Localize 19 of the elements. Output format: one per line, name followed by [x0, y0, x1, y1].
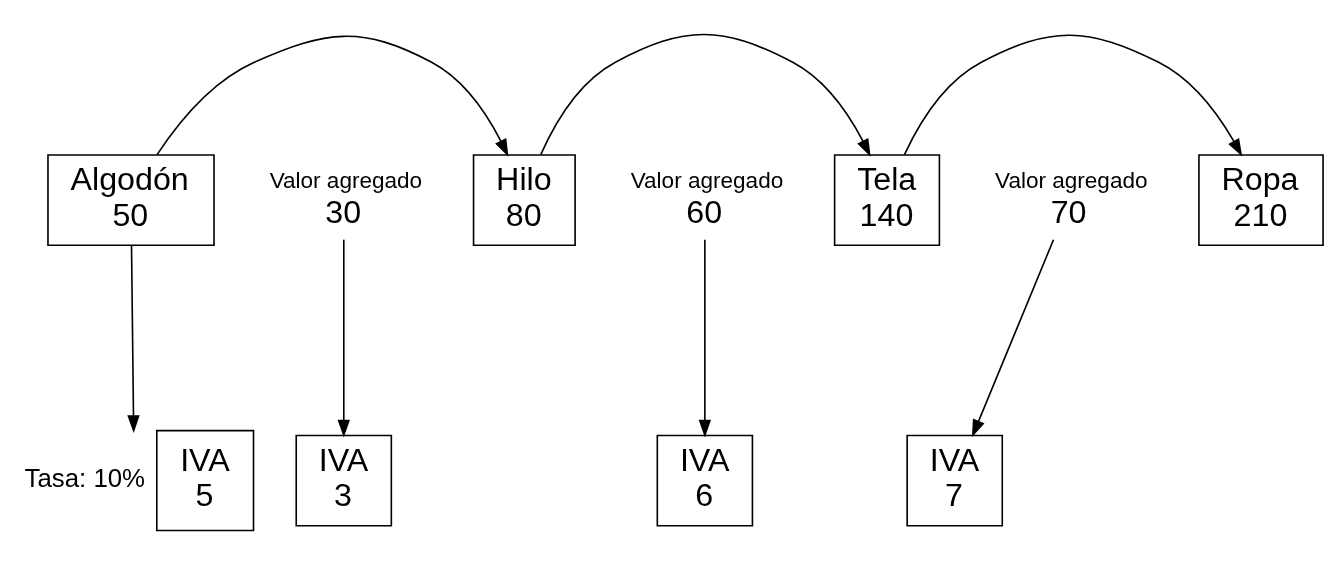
node-box: IVA 7	[906, 434, 1004, 527]
arrow	[127, 244, 140, 433]
node-box: IVA 3	[295, 434, 393, 527]
node-text: Valor agregado 30	[269, 167, 423, 230]
node-box: Hilo 80	[472, 153, 576, 246]
node-text: Valor agregado 60	[630, 167, 784, 230]
node-box: Tela 140	[833, 153, 941, 246]
node-box: Ropa 210	[1198, 153, 1324, 246]
arrow	[539, 33, 871, 157]
arrow	[156, 35, 509, 157]
node-label: Tasa: 10%	[24, 463, 145, 492]
arrow	[971, 238, 1055, 437]
arrow	[698, 238, 712, 437]
node-box: IVA 6	[656, 434, 754, 527]
node-box: Algodón 50	[47, 153, 215, 246]
arrow	[903, 33, 1243, 157]
node-box: IVA 5	[156, 429, 255, 531]
node-text: Valor agregado 70	[995, 167, 1148, 230]
arrow	[337, 238, 350, 437]
